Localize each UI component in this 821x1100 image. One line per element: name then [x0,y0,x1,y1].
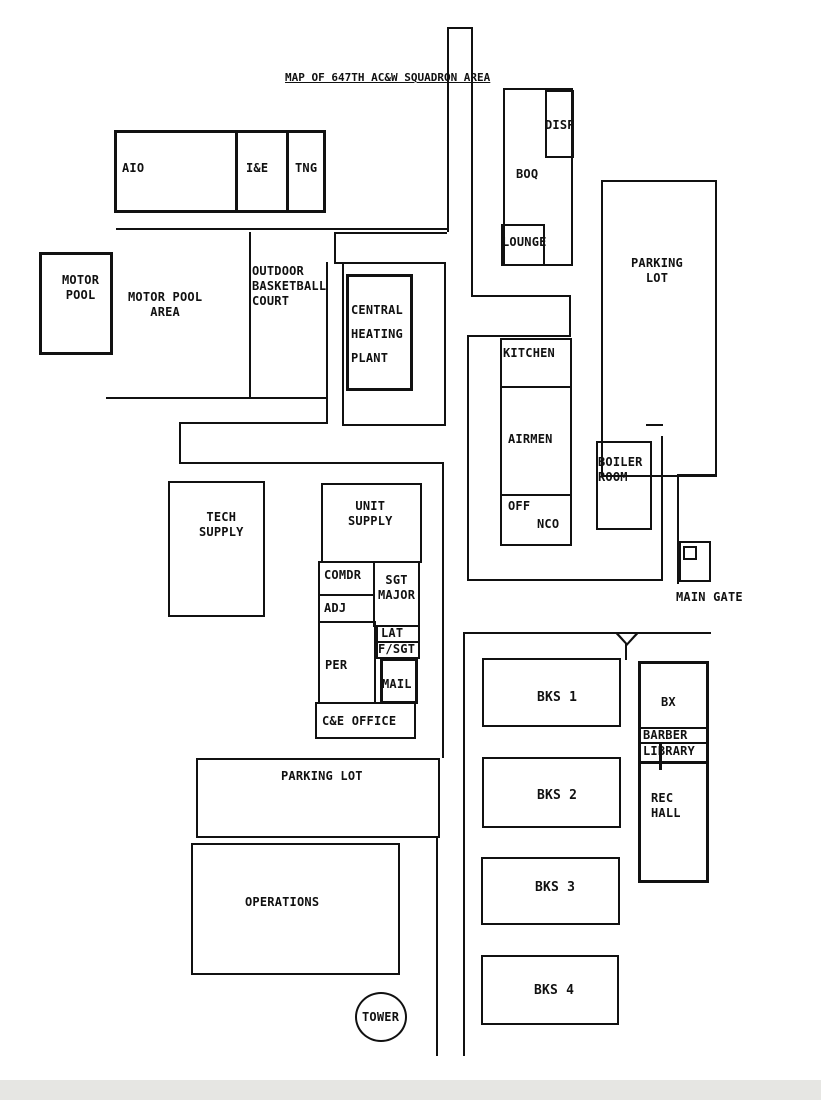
label-per: PER [325,658,348,672]
road-north-right-edge [471,27,473,297]
label-rec-hall: REC HALL [651,791,681,820]
label-outdoor-basketball-court: OUTDOOR BASKETBALL COURT [252,264,327,308]
library-divider [659,742,662,770]
label-bks-3: BKS 3 [535,880,576,895]
label-barber: BARBER [643,728,688,742]
mess-area-bottom [467,579,663,581]
main-gate-post [683,546,697,560]
label-bks-2: BKS 2 [537,788,578,803]
label-main-gate: MAIN GATE [676,590,743,604]
road-west-top [116,228,449,230]
gate-road-left [677,474,679,584]
building-bks-2[interactable] [482,757,621,828]
label-boq: BOQ [516,167,539,181]
building-ce-office[interactable] [315,702,416,739]
road-center-right-edge [342,262,344,424]
building-mess-hall[interactable] [500,338,572,546]
mess-area-right [661,436,663,581]
road-main-left-upper [442,462,444,758]
road-north-left-edge [447,27,449,232]
label-motor-pool-area: MOTOR POOL AREA [128,290,203,319]
label-off: OFF [508,499,531,513]
building-motor-pool[interactable] [39,252,113,355]
building-tng[interactable] [286,130,326,213]
tower-building[interactable] [355,992,407,1042]
label-library: LIBRARY [643,744,695,758]
label-nco: NCO [537,517,560,531]
gate-junction-stem [625,632,627,660]
road-junction-left [334,232,336,262]
label-tower: TOWER [362,1010,400,1024]
label-ie: I&E [246,161,269,175]
label-sgt-major: SGT MAJOR [378,573,416,602]
mess-area-left [467,335,469,581]
label-parking-lot-east: PARKING LOT [631,256,683,285]
road-barracks-top [463,632,711,634]
heating-plant-right-wall [444,262,446,426]
building-central-heating-plant[interactable] [346,274,413,391]
road-junction-top [334,232,447,234]
scan-edge [0,1080,821,1100]
label-central-heating-plant: CENTRAL HEATING PLANT [351,303,403,365]
building-disp[interactable] [545,90,574,158]
building-tech-supply[interactable] [168,481,265,617]
road-main-left-lower [436,838,438,1056]
label-tech-supply: TECH SUPPLY [199,510,244,539]
road-north-cap [447,27,473,29]
parking-lot-south[interactable] [196,758,440,838]
label-bx: BX [661,695,676,709]
barber-top-wall [638,727,709,729]
road-east-west-top [179,422,328,424]
label-disp: DISP [545,118,575,132]
building-lounge[interactable] [501,224,545,266]
road-junction-bottom [334,262,446,264]
road-boq-south [471,295,571,297]
mess-area-corner [646,424,663,426]
map-title: MAP OF 647TH AC&W SQUADRON AREA [285,71,491,84]
label-ce-office: C&E OFFICE [322,714,397,728]
building-bks-3[interactable] [481,857,620,925]
main-gate-booth[interactable] [679,541,711,582]
road-center-left-edge [326,262,328,422]
road-boq-east [569,295,571,337]
road-east-west-cap [179,422,181,464]
building-bks-4[interactable] [481,955,619,1025]
label-airmen: AIRMEN [508,432,553,446]
rec-hall-top-wall [638,761,709,764]
parking-lot-east[interactable] [601,180,717,477]
label-boiler-room: BOILER ROOM [598,455,643,484]
motor-pool-area-divider [249,232,251,399]
label-motor-pool: MOTOR POOL [62,273,100,302]
label-adj: ADJ [324,601,347,615]
building-boiler-room[interactable] [596,441,652,530]
label-operations: OPERATIONS [245,895,320,909]
road-main-right [463,632,465,1056]
library-top-wall [638,742,709,744]
kitchen-divider [500,386,572,388]
label-f-sgt: F/SGT [378,642,416,656]
label-comdr: COMDR [324,568,362,582]
label-parking-lot-south: PARKING LOT [281,769,363,783]
label-tng: TNG [295,161,318,175]
entrance-triangle-fill [619,634,635,643]
building-operations[interactable] [191,843,400,975]
label-lounge: LOUNGE [502,235,547,249]
label-mail: MAIL [382,677,412,691]
road-east-west-bottom [179,462,444,464]
label-unit-supply: UNIT SUPPLY [348,499,393,528]
motor-pool-south-line [106,397,328,399]
building-bks-1[interactable] [482,658,621,727]
label-lat: LAT [381,626,404,640]
mess-area-top [467,335,571,337]
label-bks-1: BKS 1 [537,690,578,705]
building-bx-rec-hall[interactable] [638,661,709,883]
label-aio: AIO [122,161,145,175]
label-kitchen: KITCHEN [503,346,555,360]
label-bks-4: BKS 4 [534,983,575,998]
road-center-bottom [342,424,446,426]
officer-nco-divider [500,494,572,496]
